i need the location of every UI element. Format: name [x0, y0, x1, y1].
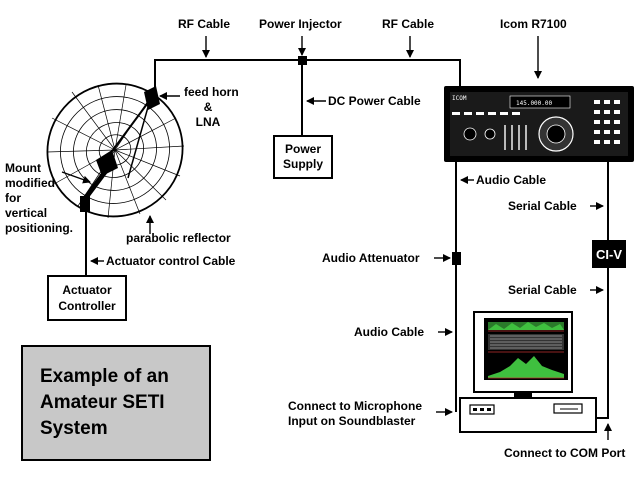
lna-label: LNA [196, 115, 221, 129]
mount-label-1: Mount [5, 161, 41, 175]
serial-cable-bottom-label: Serial Cable [508, 283, 577, 297]
audio-attenuator-label: Audio Attenuator [322, 251, 420, 265]
title-line-3: System [40, 418, 108, 439]
title-line-2: Amateur SETI [40, 392, 165, 413]
actuator-control-cable-label: Actuator control Cable [106, 254, 236, 268]
dc-power-cable-label: DC Power Cable [328, 94, 421, 108]
connect-mic-label-2: Input on Soundblaster [288, 414, 416, 428]
mount-label-5: positioning. [5, 221, 73, 235]
serial-cable-line [596, 162, 609, 419]
title-box: Example of an Amateur SETI System [21, 345, 211, 461]
feed-horn-label: feed horn [184, 85, 239, 99]
parabolic-reflector-label: parabolic reflector [126, 231, 231, 245]
svg-text:ICOM: ICOM [452, 95, 467, 102]
rf-cable-line [154, 59, 461, 90]
power-supply-label-1: Power [285, 142, 321, 156]
actuator-controller-box: Actuator Controller [47, 275, 127, 321]
power-injector-node [298, 56, 307, 65]
icom-r7100-label: Icom R7100 [500, 17, 567, 31]
power-supply-box: Power Supply [273, 135, 333, 179]
computer [459, 311, 597, 433]
mount-label-3: for [5, 191, 21, 205]
title-line-1: Example of an [40, 366, 169, 387]
arrows [61, 36, 612, 440]
audio-cable-top-label: Audio Cable [476, 173, 546, 187]
civ-box: CI-V [592, 240, 626, 268]
actuator-label-1: Actuator [62, 283, 112, 297]
parabolic-dish [46, 82, 185, 219]
svg-text:145.000.00: 145.000.00 [516, 100, 553, 107]
rf-cable-right-label: RF Cable [382, 17, 434, 31]
title-box-bg [21, 345, 211, 461]
ampersand-label: & [204, 100, 213, 114]
power-supply-label-2: Supply [283, 157, 323, 171]
audio-attenuator-node [452, 252, 461, 265]
audio-cable-bottom-label: Audio Cable [354, 325, 424, 339]
connect-com-label: Connect to COM Port [504, 446, 625, 460]
mount-label-4: vertical [5, 206, 47, 220]
icom-r7100-radio: 145.000.00 ICOM [444, 86, 634, 162]
rf-cable-left-label: RF Cable [178, 17, 230, 31]
mount-label-2: modified [5, 176, 55, 190]
civ-label: CI-V [596, 247, 622, 262]
serial-cable-top-label: Serial Cable [508, 199, 577, 213]
power-injector-label: Power Injector [259, 17, 342, 31]
connect-mic-label-1: Connect to Microphone [288, 399, 422, 413]
actuator-label-2: Controller [58, 299, 116, 313]
